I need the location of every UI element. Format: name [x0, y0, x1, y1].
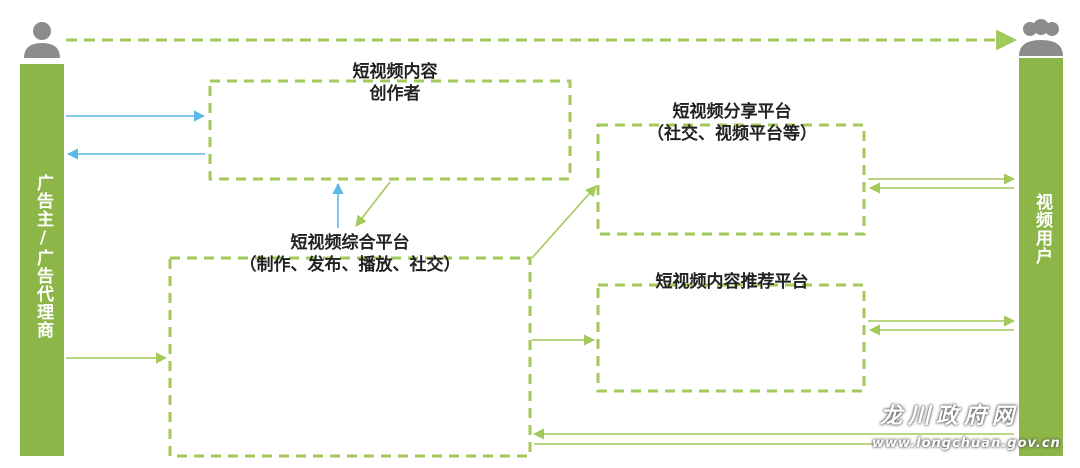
integrated-title: 短视频综合平台 （制作、发布、播放、社交）: [205, 232, 495, 276]
box-integrated: [168, 256, 532, 458]
person-icon: [24, 22, 60, 58]
watermark-cn: 龙川政府网: [880, 404, 1021, 429]
arrow-creator-to-integrated: [355, 181, 391, 227]
user-label: 视频用户: [1032, 193, 1052, 265]
group-icon: [1019, 19, 1063, 56]
recommend-title-line1: 短视频内容推荐平台: [655, 272, 809, 292]
watermark-url: www.longchuan.gov.cn: [872, 436, 1061, 451]
integrated-title-line2: （制作、发布、播放、社交）: [239, 255, 461, 275]
integrated-title-line1: 短视频综合平台: [290, 233, 410, 253]
sharing-title-line1: 短视频分享平台: [672, 102, 792, 122]
advertiser-bar: 广告主/广告代理商: [20, 64, 64, 456]
sharing-title: 短视频分享平台 （社交、视频平台等）: [612, 101, 852, 145]
recommend-title: 短视频内容推荐平台: [612, 271, 852, 293]
sharing-title-line2: （社交、视频平台等）: [647, 124, 817, 144]
user-bar: 视频用户: [1019, 58, 1063, 456]
creator-title-line1: 短视频内容: [352, 62, 438, 82]
box-recommend: [596, 283, 866, 393]
creator-title-line2: 创作者: [369, 84, 421, 104]
box-creator: [208, 79, 572, 181]
advertiser-label: 广告主/广告代理商: [33, 174, 53, 339]
arrow-integrated-to-sharing: [531, 185, 597, 259]
creator-title: 短视频内容 创作者: [300, 61, 490, 105]
